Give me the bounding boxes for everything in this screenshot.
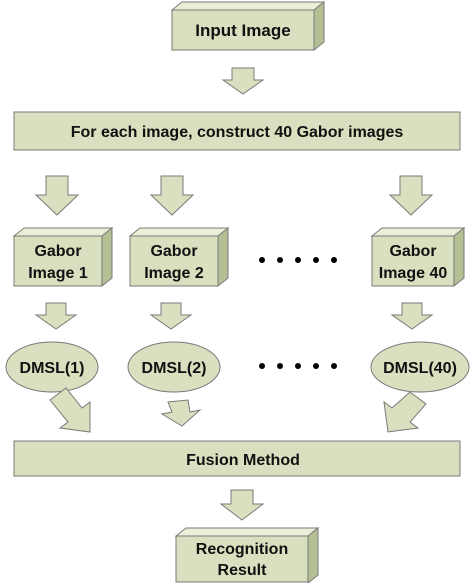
ellipsis-dot [295, 257, 301, 263]
ellipsis-dot [313, 363, 319, 369]
gabor-image-2-box-front [129, 235, 219, 287]
dmsl-2-node: DMSL(2) [127, 341, 221, 393]
recognition-result-label-line1: Recognition [196, 541, 288, 558]
recognition-result-box: Recognition Result [174, 526, 320, 583]
arrow-down-icon [219, 489, 265, 521]
arrow-down-icon [388, 175, 434, 216]
arrow-down-icon [160, 399, 202, 427]
fusion-method-box-rect [13, 440, 461, 477]
arrow-down-icon [34, 302, 78, 330]
input-image-box-front [171, 9, 315, 51]
construct-gabor-box: For each image, construct 40 Gabor image… [13, 111, 461, 151]
gabor-image-1-box-top [12, 227, 114, 237]
gabor-image-40-label-line2: Image 40 [379, 265, 448, 282]
input-image-label: Input Image [195, 21, 290, 40]
gabor-image-40-box-side [453, 226, 465, 288]
dmsl-1-label: DMSL(1) [20, 360, 85, 377]
recognition-result-box-front [175, 535, 309, 583]
construct-gabor-box-rect [13, 111, 461, 151]
gabor-image-40-box-front [371, 235, 455, 287]
arrow-diagonal-icon [49, 387, 91, 433]
ellipsis-dot [331, 257, 337, 263]
input-image-box: Input Image [170, 0, 326, 52]
arrow-diagonal-icon [383, 391, 427, 433]
gabor-image-1-box: Gabor Image 1 [12, 226, 114, 288]
ellipsis-dot [259, 363, 265, 369]
ellipsis-dot [295, 363, 301, 369]
dmsl-2-ellipse [127, 341, 221, 393]
gabor-image-1-box-side [101, 226, 113, 288]
ellipsis-dot [331, 363, 337, 369]
ellipsis-dot [259, 257, 265, 263]
fusion-method-label: Fusion Method [186, 452, 300, 469]
recognition-result-box-top [174, 527, 320, 537]
dmsl-40-ellipse [370, 341, 470, 393]
gabor-image-40-box-top [370, 227, 466, 237]
input-image-box-side [313, 0, 325, 52]
gabor-image-40-box: Gabor Image 40 [370, 226, 466, 288]
ellipsis-dots-gabor-row [259, 257, 337, 263]
dmsl-2-label: DMSL(2) [142, 360, 207, 377]
ellipsis-dots-dmsl-row [259, 363, 337, 369]
arrow-down-icon [221, 67, 265, 95]
arrow-down-icon [390, 302, 434, 330]
gabor-image-1-label-line1: Gabor [34, 243, 81, 260]
arrow-down-icon [149, 175, 195, 216]
fusion-method-box: Fusion Method [13, 440, 461, 477]
recognition-result-label-line2: Result [218, 562, 268, 579]
dmsl-40-label: DMSL(40) [383, 360, 457, 377]
gabor-image-2-box-top [128, 227, 230, 237]
arrow-down-icon [149, 302, 193, 330]
ellipsis-dot [277, 257, 283, 263]
input-image-box-top [170, 1, 326, 11]
gabor-image-2-label-line1: Gabor [150, 243, 197, 260]
dmsl-1-ellipse [5, 341, 99, 393]
construct-gabor-label: For each image, construct 40 Gabor image… [71, 124, 404, 141]
gabor-image-2-box-side [217, 226, 229, 288]
ellipsis-dot [277, 363, 283, 369]
dmsl-40-node: DMSL(40) [370, 341, 470, 393]
dmsl-1-node: DMSL(1) [5, 341, 99, 393]
gabor-image-40-label-line1: Gabor [389, 243, 436, 260]
ellipsis-dot [313, 257, 319, 263]
arrow-down-icon [34, 175, 80, 216]
gabor-image-2-box: Gabor Image 2 [128, 226, 230, 288]
recognition-result-box-side [307, 526, 319, 583]
gabor-image-2-label-line2: Image 2 [144, 265, 204, 282]
gabor-image-1-label-line2: Image 1 [28, 265, 88, 282]
gabor-image-1-box-front [13, 235, 103, 287]
